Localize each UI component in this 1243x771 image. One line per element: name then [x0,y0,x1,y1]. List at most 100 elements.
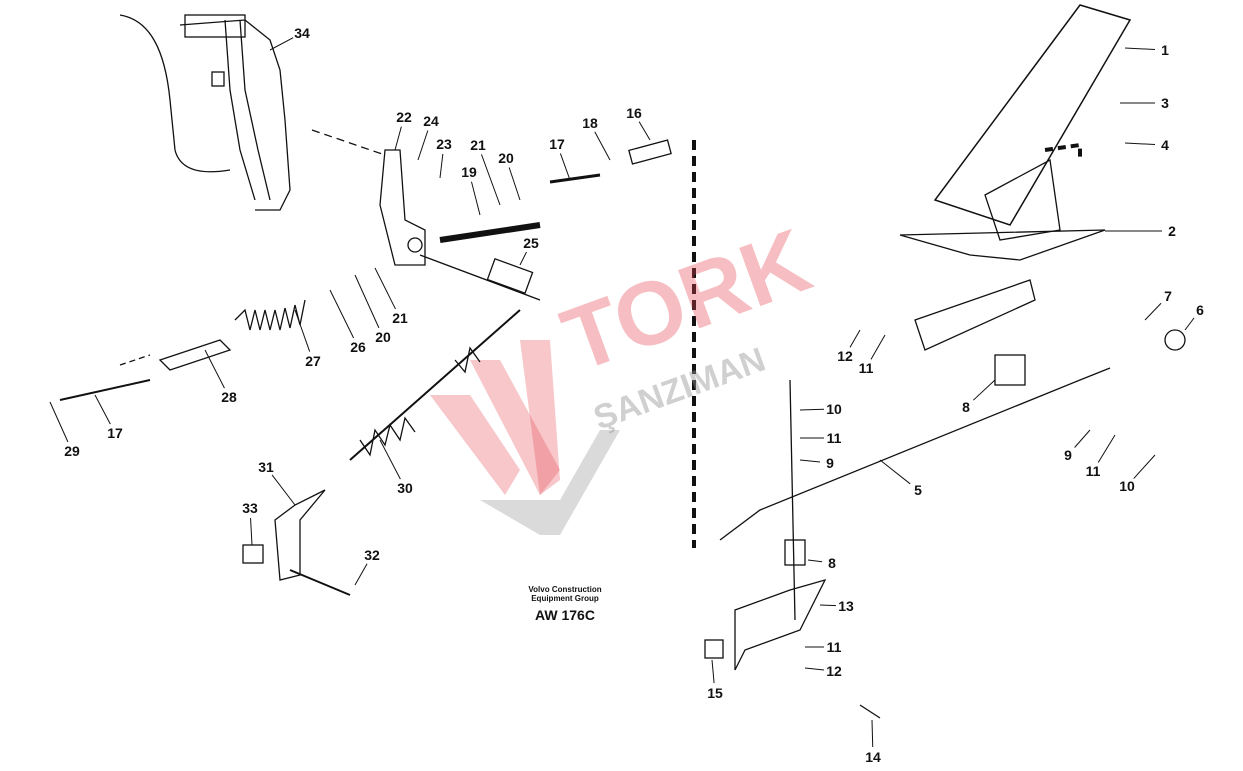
callout-5: 5 [914,482,922,498]
callout-9: 9 [826,455,834,471]
leader-line [1097,434,1116,463]
leader-line [269,37,294,51]
spring [234,299,306,331]
leader-line [271,474,296,506]
caption: Volvo Construction Equipment Group AW 17… [528,585,601,623]
leader-line [559,153,571,181]
callout-6: 6 [1196,302,1204,318]
leader-line [354,563,368,586]
leader-line [394,126,402,151]
callout-21: 21 [392,310,408,326]
leader-line [711,659,715,684]
leader-line [879,459,911,485]
leader-line [294,309,311,352]
lower-bracket [734,578,827,671]
callout-20: 20 [375,329,391,345]
leader-line [204,349,225,389]
leader-line [379,439,401,480]
callout-23: 23 [436,136,452,152]
callout-30: 30 [397,480,413,496]
clamp [994,354,1026,386]
callout-26: 26 [350,339,366,355]
callout-8: 8 [962,399,970,415]
callout-21: 21 [470,137,486,153]
callout-29: 29 [64,443,80,459]
leader-line [1144,302,1162,321]
leader-line [329,289,355,339]
leader-line [972,379,996,401]
callout-31: 31 [258,459,274,475]
leader-line [819,604,837,607]
callout-17: 17 [107,425,123,441]
leader-line [804,667,825,671]
leader-line [849,329,861,348]
lever [274,489,326,581]
callout-1: 1 [1161,42,1169,58]
accelerator-pedal [899,4,1132,261]
callout-14: 14 [865,749,881,765]
leader-line [1133,454,1156,479]
leader-line [470,181,481,216]
callout-12: 12 [837,348,853,364]
callout-10: 10 [826,401,842,417]
callout-16: 16 [626,105,642,121]
callout-22: 22 [396,109,412,125]
callout-20: 20 [498,150,514,166]
callout-10: 10 [1119,478,1135,494]
callout-28: 28 [221,389,237,405]
leader-line [508,167,521,201]
callout-33: 33 [242,500,258,516]
callout-32: 32 [364,547,380,563]
callout-11: 11 [858,360,874,376]
callout-15: 15 [707,685,723,701]
leader-line [250,517,253,546]
leader-line [480,154,501,206]
leader-line [374,267,396,310]
callout-3: 3 [1161,95,1169,111]
leader-line [799,408,825,411]
leader-line [594,131,611,161]
callout-13: 13 [838,598,854,614]
linkage-lever [379,149,426,266]
leader-line [1184,317,1195,331]
callout-27: 27 [305,353,321,369]
callout-8: 8 [828,555,836,571]
leader-line [870,334,886,360]
leader-line [519,251,527,266]
callout-19: 19 [461,164,477,180]
leader-line [807,559,823,563]
throttle-cable [719,367,1111,541]
leader-line [94,394,111,425]
callout-24: 24 [423,113,439,129]
leader-line [439,153,444,179]
leader-line [1124,47,1156,51]
engine-outline [119,14,291,211]
leader-line [1074,429,1091,448]
callout-11: 11 [1085,463,1101,479]
callout-11: 11 [826,430,842,446]
callout-2: 2 [1168,223,1176,239]
spring [359,416,416,457]
leader-line [49,401,69,443]
caption-line2: Equipment Group [531,594,599,603]
callout-17: 17 [549,136,565,152]
leader-line [1124,142,1156,146]
pedal-bracket [914,279,1036,351]
leader-line [354,274,380,329]
cable-vertical [789,379,796,621]
leader-line [417,130,429,161]
callout-9: 9 [1064,447,1072,463]
leader-line [638,121,651,141]
callout-11: 11 [826,639,842,655]
callout-4: 4 [1161,137,1169,153]
drawing-code: AW 176C [535,607,595,623]
callout-18: 18 [582,115,598,131]
callout-34: 34 [294,25,310,41]
leader-line [871,719,874,748]
callout-25: 25 [523,235,539,251]
watermark-logo [430,340,620,535]
callout-12: 12 [826,663,842,679]
leader-line [799,459,821,463]
sleeve [158,339,232,371]
